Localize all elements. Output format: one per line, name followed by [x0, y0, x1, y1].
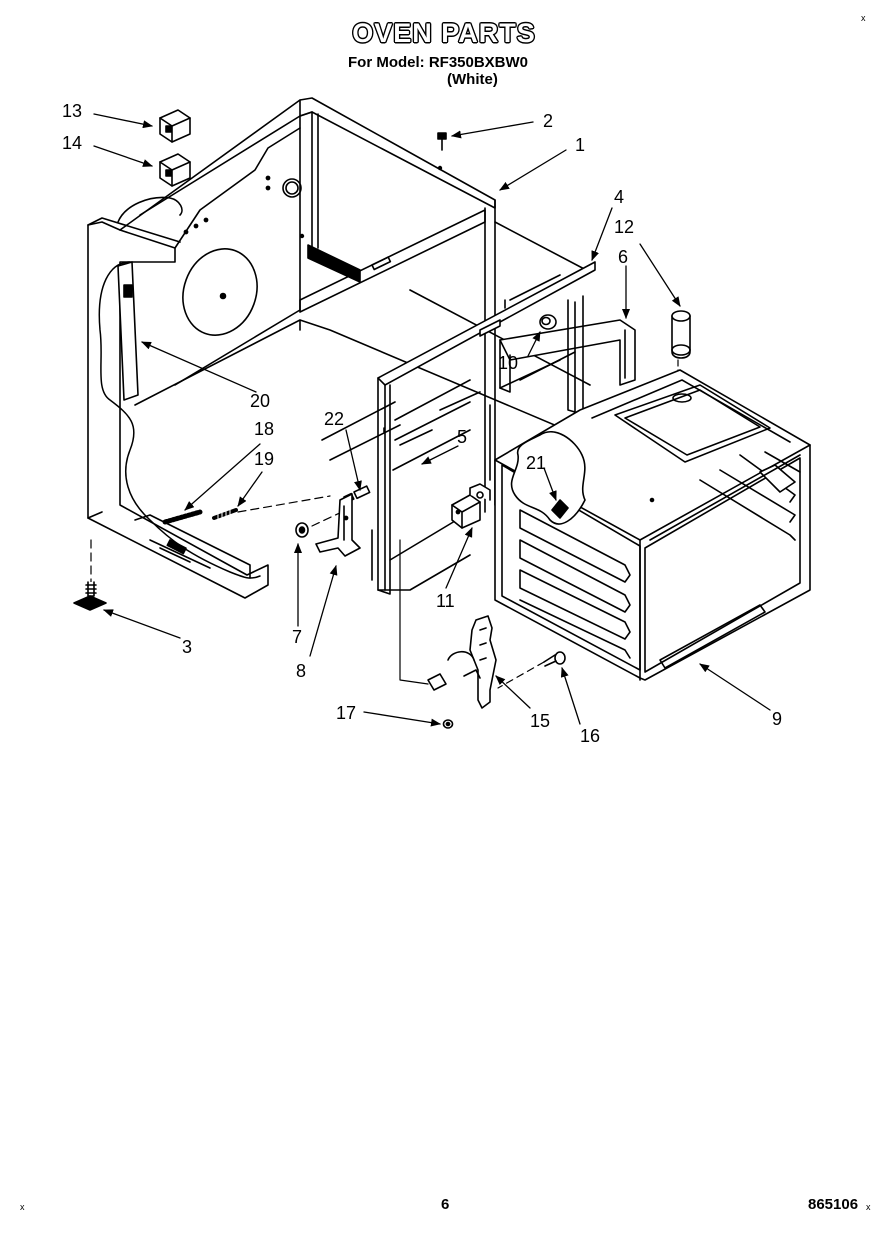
callout-6: 6 — [618, 247, 629, 267]
part-9-oven-liner — [494, 369, 811, 681]
callout-1: 1 — [575, 135, 586, 155]
part-15-latch — [399, 539, 497, 709]
callout-11: 11 — [436, 591, 455, 611]
callout-9: 9 — [772, 709, 783, 729]
color-line: (White) — [447, 71, 498, 88]
corner-mark-top-right: x — [861, 13, 866, 23]
callout-20: 20 — [250, 391, 271, 411]
part-8-bracket — [315, 493, 361, 557]
callout-15: 15 — [530, 711, 551, 731]
page-number: 6 — [441, 1196, 450, 1213]
callout-22: 22 — [324, 409, 345, 429]
callout-18: 18 — [254, 419, 275, 439]
part-17-washer — [442, 719, 454, 729]
callout-17: 17 — [336, 703, 357, 723]
part-19-rod — [212, 495, 331, 521]
part-16-bolt — [497, 651, 566, 689]
part-10-knob — [539, 314, 557, 330]
part-13-plug — [159, 109, 191, 143]
callout-7: 7 — [292, 627, 303, 647]
page-title: OVEN PARTS — [352, 18, 536, 48]
callout-5: 5 — [457, 427, 468, 447]
part-3-leveling-leg — [73, 539, 107, 611]
part-20-shield — [117, 261, 139, 401]
part-7-nut — [295, 522, 309, 538]
part-12-foot — [671, 310, 691, 393]
document-number: 865106 — [808, 1196, 859, 1213]
part-18-spring — [162, 509, 203, 525]
callout-14: 14 — [62, 133, 83, 153]
leader-arrows — [93, 113, 771, 727]
part-4-front-frame — [321, 261, 596, 595]
callout-19: 19 — [254, 449, 275, 469]
corner-mark-bottom-left: x — [20, 1202, 25, 1212]
callout-10: 10 — [498, 353, 519, 373]
callout-13: 13 — [62, 101, 83, 121]
part-20-wire — [98, 261, 261, 579]
part-20-clip — [123, 284, 133, 298]
callout-12: 12 — [614, 217, 635, 237]
part-1-cabinet — [87, 97, 591, 599]
callout-16: 16 — [580, 726, 601, 746]
callout-21: 21 — [526, 453, 547, 473]
part-6-side-frame — [499, 295, 636, 413]
callout-2: 2 — [543, 111, 554, 131]
callout-4: 4 — [614, 187, 625, 207]
callout-8: 8 — [296, 661, 307, 681]
corner-mark-bottom-right: x — [866, 1202, 871, 1212]
part-11-bracket — [451, 483, 491, 529]
part-14-plug — [159, 153, 191, 187]
callout-3: 3 — [182, 637, 193, 657]
part-2-screw — [437, 132, 447, 151]
model-line: For Model: RF350BXBW0 — [348, 54, 529, 71]
